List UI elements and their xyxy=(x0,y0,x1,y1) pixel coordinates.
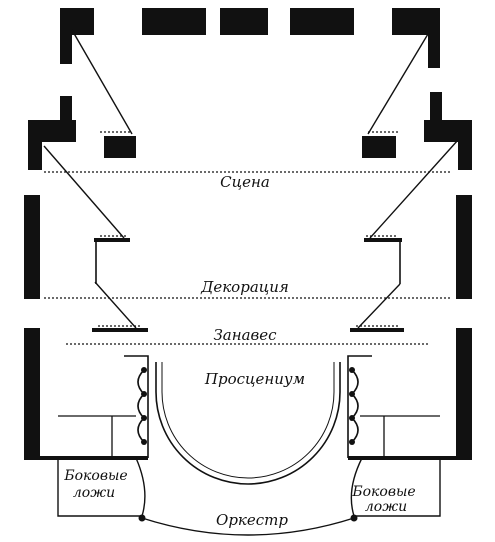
side-boxes-left-label-line2: ложи xyxy=(73,485,115,501)
back-wall-right-post xyxy=(428,8,440,68)
side-wall-right-upper xyxy=(430,92,442,120)
back-wall-block xyxy=(220,8,268,35)
back-wall-block xyxy=(142,8,206,35)
orchestra-pit-edge xyxy=(141,517,355,536)
proscenium-frame xyxy=(124,355,372,458)
side-wall-left-upper xyxy=(60,96,72,120)
decoration-frames xyxy=(94,238,402,284)
middle-wall-left xyxy=(24,195,40,299)
back-wall-block xyxy=(290,8,354,35)
proscenium-coil-right xyxy=(350,369,359,443)
side-boxes-right-label-line1: Боковые xyxy=(351,484,415,500)
side-boxes-left-label-line1: Боковые xyxy=(63,468,127,484)
proscenium-arc xyxy=(155,362,341,485)
side-boxes-right-label-line2: ложи xyxy=(365,499,407,515)
hall-wall-right xyxy=(456,328,472,458)
wing-block-right xyxy=(362,136,396,158)
side-wall-right-lower xyxy=(458,120,472,170)
stage-wings xyxy=(104,136,396,158)
side-wall-left-lower xyxy=(28,120,42,170)
wing-block-left xyxy=(104,136,136,158)
orchestra-dots xyxy=(138,514,358,522)
orchestra-label: Оркестр xyxy=(216,511,288,529)
sightlines xyxy=(43,29,459,329)
back-wall-left-post xyxy=(60,8,72,64)
proscenium-dots xyxy=(141,367,355,445)
hall-side-walls xyxy=(24,195,472,458)
stage-side-walls xyxy=(28,92,472,170)
stage-label: Сцена xyxy=(220,173,270,191)
decoration-label: Декорация xyxy=(200,278,289,296)
hall-wall-left xyxy=(24,328,40,458)
back-wall xyxy=(60,8,440,68)
proscenium-coil-left xyxy=(137,369,146,443)
proscenium-label: Просцениум xyxy=(204,370,305,388)
curtain-label: Занавес xyxy=(213,326,277,344)
side-box-rails xyxy=(58,415,440,458)
middle-wall-right xyxy=(456,195,472,299)
